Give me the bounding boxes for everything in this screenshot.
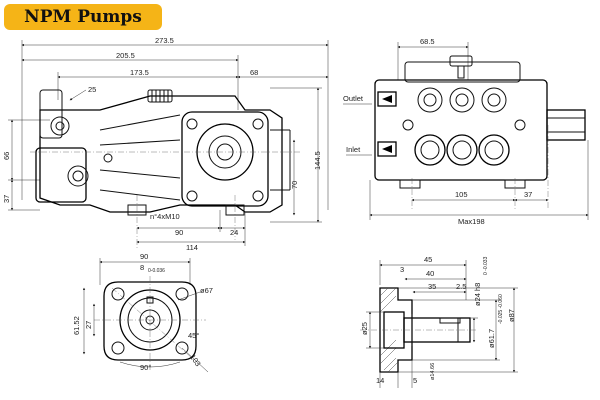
- dim-144-5: 144.5: [313, 151, 322, 170]
- dim-14: 14: [376, 376, 384, 385]
- dim-114: 114: [186, 243, 198, 252]
- shaft-view: 45 40 35 3 2.5 ø24 h8 0 -0.033 ø61.7: [360, 255, 518, 388]
- dim-8: 8: [140, 263, 144, 272]
- dim-24: 24: [230, 228, 238, 237]
- dim-205-5: 205.5: [116, 51, 135, 60]
- thread-label: n°4xM10: [150, 212, 180, 221]
- dim-105: 105: [455, 190, 468, 199]
- dim-70: 70: [290, 181, 299, 189]
- dim-173-5: 173.5: [130, 68, 149, 77]
- dim-24h8: ø24 h8: [473, 283, 482, 306]
- flange-view: 90 8 0-0.036 ø67 61.52 27 45° 90° 103: [72, 252, 213, 373]
- inlet-label: Inlet: [346, 145, 361, 154]
- dim-61-52: 61.52: [72, 316, 81, 335]
- angle-90: 90°: [140, 363, 151, 372]
- dim-90-side: 90: [175, 228, 183, 237]
- dim-37-left: 37: [2, 195, 11, 203]
- dim-61-tol: -0.025 -0.060: [498, 294, 504, 324]
- dim-5: 5: [413, 376, 417, 385]
- dim-max198: Max198: [458, 217, 485, 226]
- dim-14-66: ø14.66: [430, 363, 436, 380]
- dim-37-front: 37: [524, 190, 532, 199]
- dim-27: 27: [84, 321, 93, 329]
- dim-87: ø87: [507, 309, 516, 322]
- dim-35: 35: [428, 282, 436, 291]
- angle-45: 45°: [188, 331, 199, 340]
- dim-25: 25: [88, 85, 96, 94]
- dim-61-7: ø61.7: [487, 329, 496, 348]
- dim-68: 68: [250, 68, 258, 77]
- dim-68-5: 68.5: [420, 37, 435, 46]
- brand-title: NPM Pumps: [24, 7, 142, 27]
- dim-2-5: 2.5: [456, 282, 466, 291]
- dim-90-flange: 90: [140, 252, 148, 261]
- dim-45: 45: [424, 255, 432, 264]
- dim-3: 3: [400, 265, 404, 274]
- brand-badge: NPM Pumps: [4, 4, 162, 30]
- dim-25-shaft: ø25: [360, 322, 369, 335]
- dim-273-5: 273.5: [155, 36, 174, 45]
- dim-67: ø67: [200, 286, 213, 295]
- dim-40: 40: [426, 269, 434, 278]
- outlet-label: Outlet: [343, 94, 364, 103]
- side-view: 273.5 205.5 173.5 68 25 66 37 144.5 70: [2, 36, 329, 252]
- dim-8-tol: 0-0.036: [148, 268, 165, 274]
- dim-66: 66: [2, 152, 11, 160]
- front-view: 68.5 Outlet Inlet: [343, 37, 589, 226]
- dim-24-tol: 0 -0.033: [483, 256, 489, 275]
